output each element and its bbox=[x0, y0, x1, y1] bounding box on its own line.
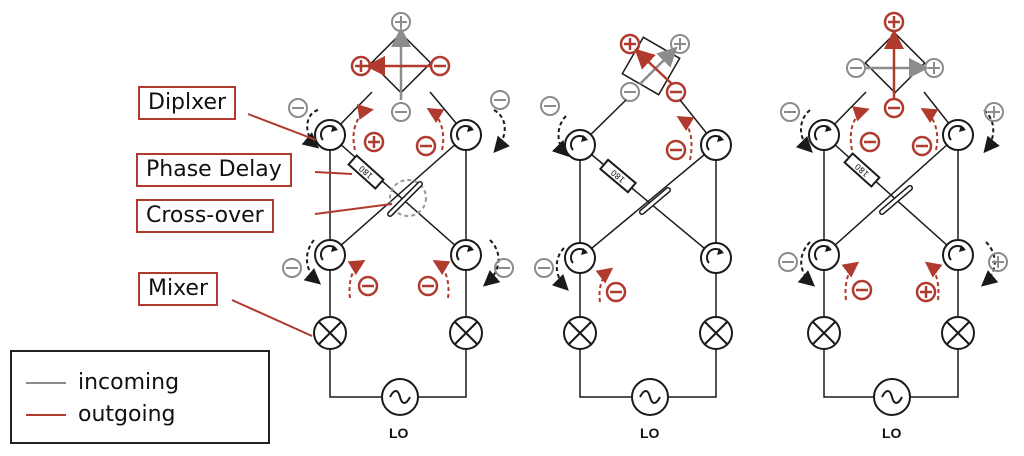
local-oscillator-icon bbox=[381, 378, 419, 416]
diamond-combiner bbox=[370, 32, 432, 94]
diplexer-circulator bbox=[450, 239, 482, 271]
phase-delay-callout: Phase Delay bbox=[136, 153, 292, 187]
incoming-label: incoming bbox=[78, 370, 180, 395]
mixer-callout: Mixer bbox=[138, 272, 219, 306]
diplexer-circulator bbox=[564, 242, 596, 274]
legend-item-outgoing: outgoing bbox=[26, 402, 175, 427]
cross-over-highlight bbox=[389, 179, 427, 217]
local-oscillator-icon bbox=[873, 378, 911, 416]
mixer-icon bbox=[449, 316, 483, 350]
lo-label: LO bbox=[882, 425, 902, 441]
diplexer-circulator bbox=[700, 242, 732, 274]
diplexer-circulator bbox=[314, 239, 346, 271]
cross-over-callout: Cross-over bbox=[136, 199, 274, 233]
local-oscillator-icon bbox=[631, 378, 669, 416]
mixer-icon bbox=[699, 316, 733, 350]
outgoing-label: outgoing bbox=[78, 402, 176, 427]
diplexer-circulator bbox=[700, 129, 732, 161]
diplexer-callout: Diplxer bbox=[138, 86, 237, 120]
panel-3: 180 bbox=[778, 11, 1008, 416]
diplexer-leader bbox=[247, 113, 317, 141]
diplexer-circulator bbox=[314, 119, 346, 151]
mixer-icon bbox=[807, 316, 841, 350]
diplexer-circulator bbox=[564, 129, 596, 161]
lo-label: LO bbox=[640, 425, 660, 441]
outgoing-swatch bbox=[26, 413, 66, 416]
diplexer-circulator bbox=[942, 119, 974, 151]
phase-delay-leader bbox=[314, 171, 353, 175]
lo-label: LO bbox=[389, 425, 409, 441]
panel-2: 180 bbox=[534, 33, 733, 416]
incoming-swatch bbox=[26, 381, 66, 384]
mixer-icon bbox=[941, 316, 975, 350]
diplexer-circulator bbox=[942, 239, 974, 271]
diplexer-circulator bbox=[450, 119, 482, 151]
legend: incoming outgoing bbox=[10, 350, 270, 444]
mixer-leader bbox=[231, 299, 313, 337]
mixer-icon bbox=[563, 316, 597, 350]
diplexer-circulator bbox=[808, 239, 840, 271]
legend-item-incoming: incoming bbox=[26, 370, 179, 395]
cross-over-leader bbox=[314, 203, 393, 215]
diplexer-circulator bbox=[808, 119, 840, 151]
mixer-icon bbox=[313, 316, 347, 350]
panel-1: 180 bbox=[282, 12, 514, 416]
